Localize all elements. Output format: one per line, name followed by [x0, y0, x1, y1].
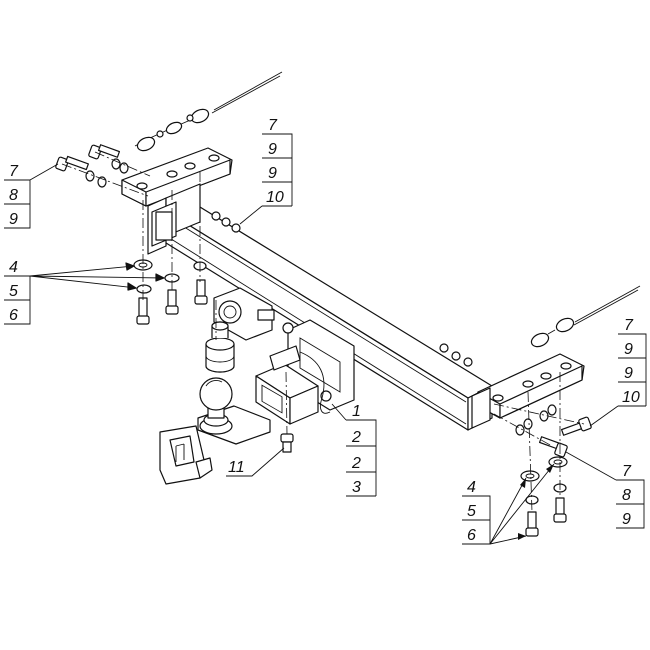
callout-label: 7	[9, 163, 19, 180]
callout-label: 10	[266, 189, 284, 206]
callout-label: 7	[268, 117, 278, 134]
callout-center: 1 2 2 3	[331, 403, 377, 497]
callout-label: 2	[351, 455, 361, 472]
callout-label: 7	[622, 463, 632, 480]
tow-ball	[197, 377, 271, 445]
callout-label: 6	[9, 307, 18, 324]
callout-label: 4	[467, 479, 476, 496]
bolt-11	[280, 433, 294, 453]
left-lower-fasteners	[133, 259, 208, 325]
callout-label: 9	[624, 341, 633, 358]
left-mounting-bracket	[121, 147, 233, 255]
callout-label: 5	[9, 283, 18, 300]
callout-right-upper: 7 9 9 10	[589, 317, 647, 427]
callout-label: 9	[624, 365, 633, 382]
callout-label: 10	[622, 389, 640, 406]
callout-label: 8	[9, 187, 18, 204]
beam-nuts	[211, 211, 473, 367]
callout-label: 3	[352, 479, 361, 496]
callout-label: 4	[9, 259, 18, 276]
callout-right-lower: 7 8 9	[565, 451, 645, 529]
right-fasteners	[515, 404, 592, 537]
hitch-receiver-assembly	[213, 287, 355, 425]
callout-label: 2	[351, 429, 361, 446]
callout-label: 9	[268, 141, 277, 158]
assembly-center-lines	[61, 151, 585, 513]
callout-label: 9	[622, 511, 631, 528]
callout-top-left: 7 8 9	[4, 163, 59, 229]
callout-single: 11	[226, 447, 285, 477]
callout-left-mid: 4 5 6	[4, 259, 165, 325]
right-wiring-harness	[530, 285, 641, 348]
callout-label: 9	[268, 165, 277, 182]
callout-label: 6	[467, 527, 476, 544]
callout-label: 9	[9, 211, 18, 228]
callout-label: 7	[624, 317, 634, 334]
top-left-bolts	[55, 144, 129, 188]
callout-label: 8	[622, 487, 631, 504]
callout-label: 5	[467, 503, 476, 520]
callout-bottom-mid: 4 5 6	[462, 463, 555, 545]
callout-label: 1	[352, 403, 361, 420]
callout-top-center: 7 9 9 10	[239, 117, 293, 225]
plate-bracket	[159, 425, 213, 485]
left-wiring-harness	[134, 71, 283, 152]
right-mounting-bracket	[471, 353, 585, 429]
callout-label: 11	[228, 459, 245, 476]
tow-ball-cover	[205, 321, 235, 373]
